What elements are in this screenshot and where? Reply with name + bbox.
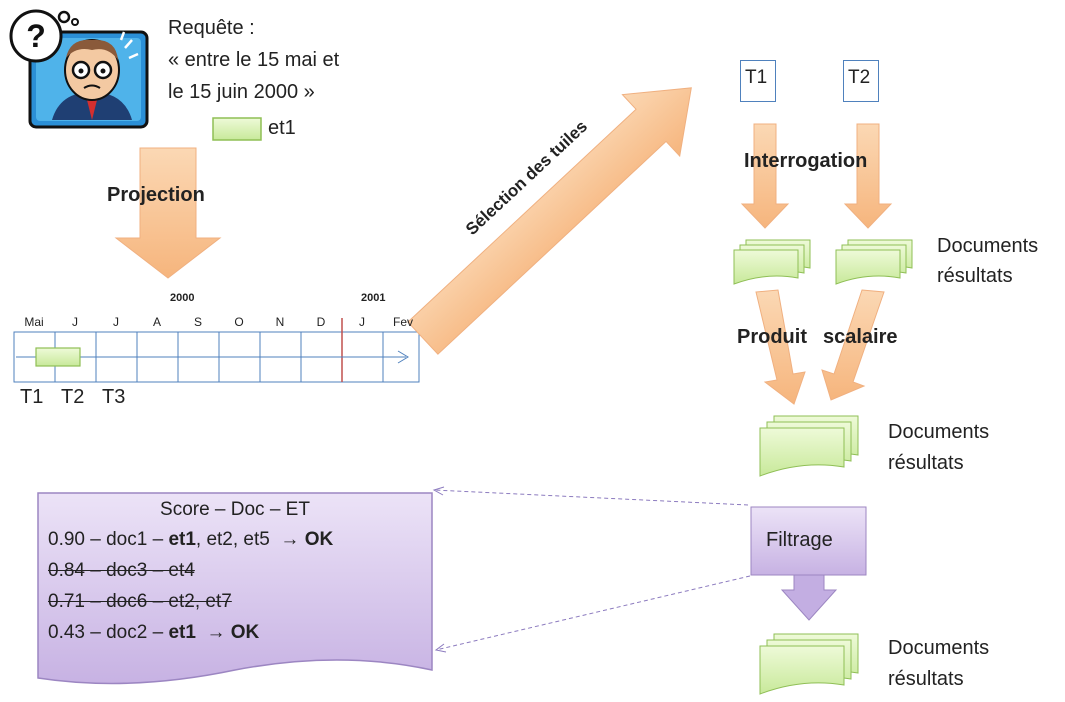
et1-legend-label: et1 — [268, 117, 296, 139]
scalar-product-label-1: Produit — [737, 326, 807, 348]
results-1-line-1: Documents — [937, 235, 1039, 257]
score-value: 0.90 — [48, 529, 85, 550]
ok-status: OK — [304, 529, 334, 550]
scalar-product-arrow-right — [821, 289, 885, 401]
filtering-box — [750, 506, 867, 576]
doc-id: doc2 — [106, 622, 148, 643]
month-label: Mai — [24, 315, 44, 329]
selected-tile-t1: T1 — [740, 60, 776, 102]
score-value: 0.43 — [48, 622, 85, 643]
arrow-right-icon: → — [280, 529, 300, 550]
scalar-product-arrow-left — [755, 289, 806, 405]
score-row-2-rejected: 0.84 – doc3 – et4 — [48, 560, 195, 581]
month-label: J — [72, 315, 78, 329]
score-table-box — [37, 492, 433, 685]
tile-label-t1: T1 — [20, 386, 44, 408]
projection-label: Projection — [107, 184, 205, 206]
ok-status: OK — [230, 622, 260, 643]
results-3-line-2: résultats — [888, 668, 964, 690]
query-title: Requête : — [168, 17, 255, 39]
query-line-1: « entre le 15 mai et — [168, 49, 340, 71]
month-label: O — [234, 315, 244, 329]
documents-stack-merged — [759, 415, 859, 477]
selected-tile-t2: T2 — [843, 60, 879, 102]
et-match: et1 — [168, 622, 196, 643]
month-label: Fev — [392, 315, 413, 329]
filtering-label: Filtrage — [766, 529, 833, 551]
interrogation-arrow-t1 — [740, 123, 790, 229]
year-2001-label: 2001 — [361, 292, 386, 304]
score-row-4: 0.43 – doc2 – et1 → OK — [48, 622, 260, 643]
question-bubble-icon: ? — [9, 9, 79, 63]
doc-id: doc1 — [106, 529, 148, 550]
timeline-grid — [13, 318, 420, 383]
tile-label-t2: T2 — [61, 386, 85, 408]
results-2-line-1: Documents — [888, 421, 990, 443]
results-1-line-2: résultats — [937, 265, 1013, 287]
filter-link-bottom — [435, 575, 751, 651]
score-row-3-rejected: 0.71 – doc6 – et2, et7 — [48, 591, 232, 612]
query-line-2: le 15 juin 2000 » — [168, 81, 315, 103]
arrow-right-icon: → — [206, 622, 226, 643]
svg-text:?: ? — [26, 18, 46, 54]
filter-link-top — [433, 489, 749, 506]
documents-stack-t1 — [733, 239, 811, 285]
worried-user-icon — [28, 30, 149, 129]
et-match: et1 — [168, 529, 196, 550]
month-label: S — [193, 315, 202, 329]
documents-stack-final — [759, 633, 859, 695]
month-label: J — [113, 315, 119, 329]
filtering-arrow — [780, 574, 838, 621]
interrogation-label: Interrogation — [744, 150, 868, 172]
tile-selection-arrow — [407, 87, 692, 355]
scalar-product-label-2: scalaire — [823, 326, 898, 348]
results-2-line-2: résultats — [888, 452, 964, 474]
interrogation-arrow-t2 — [843, 123, 893, 229]
projection-arrow — [114, 147, 222, 279]
et1-legend-swatch — [212, 117, 262, 141]
documents-stack-t2 — [835, 239, 913, 285]
month-label: A — [152, 315, 161, 329]
month-label: J — [359, 315, 365, 329]
month-label: D — [316, 315, 326, 329]
year-2000-label: 2000 — [170, 292, 195, 304]
results-3-line-1: Documents — [888, 637, 990, 659]
et-others: , et2, et5 — [195, 529, 270, 550]
score-row-1: 0.90 – doc1 – et1, et2, et5 → OK — [48, 529, 334, 550]
score-table-header: Score – Doc – ET — [160, 499, 310, 520]
month-label: N — [275, 315, 285, 329]
tile-label-t3: T3 — [102, 386, 126, 408]
